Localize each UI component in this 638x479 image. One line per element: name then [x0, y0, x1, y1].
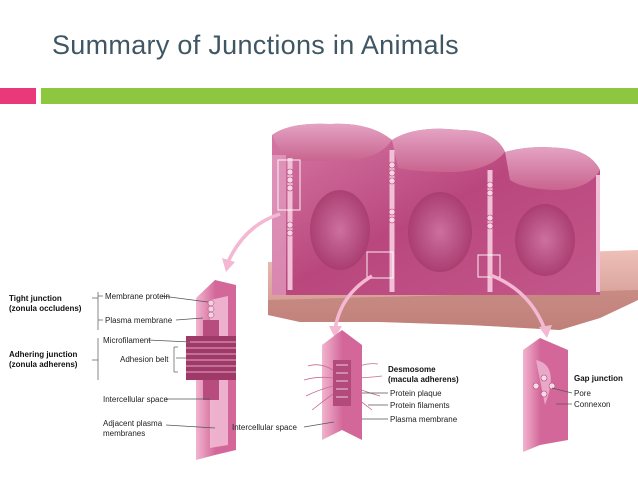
label-adjacent-plasma: Adjacent plasma	[103, 419, 163, 428]
adhering-junction-subtitle: (zonula adherens)	[9, 360, 78, 369]
callout-arrows	[226, 212, 547, 331]
tight-adhering-junction-detail	[186, 280, 236, 460]
label-leader-lines	[92, 292, 573, 429]
label-pore: Pore	[574, 389, 591, 398]
desmosome-detail	[303, 330, 383, 440]
adhering-junction-title: Adhering junction	[9, 350, 78, 359]
label-intercellular-space-desmosome: Intercellular space	[232, 423, 297, 432]
slide-title: Summary of Junctions in Animals	[52, 30, 459, 60]
accent-bar-green	[41, 88, 638, 104]
tight-junction-subtitle: (zonula occludens)	[9, 304, 82, 313]
label-membranes: membranes	[103, 429, 145, 438]
label-intercellular-space-left: Intercellular space	[103, 395, 168, 404]
epithelial-tissue-illustration	[268, 123, 638, 330]
label-microfilament: Microfilament	[103, 336, 151, 345]
desmosome-title: Desmosome	[388, 365, 436, 374]
gap-junction-detail	[523, 338, 568, 452]
desmosome-subtitle: (macula adherens)	[388, 375, 459, 384]
label-connexon: Connexon	[574, 400, 610, 409]
label-membrane-protein: Membrane protein	[105, 292, 170, 301]
label-plasma-membrane-desmosome: Plasma membrane	[390, 415, 458, 424]
label-protein-filaments: Protein filaments	[390, 401, 450, 410]
label-protein-plaque: Protein plaque	[390, 389, 442, 398]
label-adhesion-belt: Adhesion belt	[120, 355, 169, 364]
accent-bar-pink	[0, 88, 36, 104]
gap-junction-title: Gap junction	[574, 374, 623, 383]
label-plasma-membrane: Plasma membrane	[105, 316, 173, 325]
tight-junction-title: Tight junction	[9, 294, 62, 303]
